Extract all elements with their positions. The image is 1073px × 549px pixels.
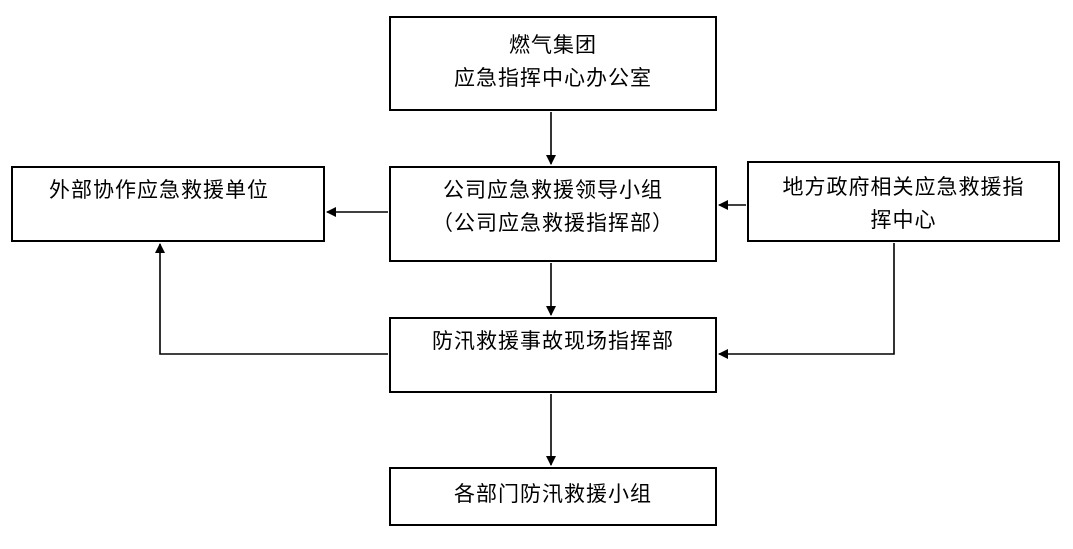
node-label-line: 公司应急救援领导小组 bbox=[443, 178, 663, 202]
node-external-rescue-units: 外部协作应急救援单位 bbox=[11, 166, 325, 242]
node-label-line: 各部门防汛救援小组 bbox=[454, 482, 652, 506]
node-emergency-command-office: 燃气集团 应急指挥中心办公室 bbox=[389, 16, 717, 111]
node-site-command: 防汛救援事故现场指挥部 bbox=[389, 317, 717, 393]
arrow-government-to-site bbox=[718, 243, 895, 359]
node-label-line: 应急指挥中心办公室 bbox=[454, 66, 652, 90]
node-label-line: 防汛救援事故现场指挥部 bbox=[432, 329, 674, 353]
node-label-line: （公司应急救援指挥部） bbox=[432, 211, 674, 235]
node-label-line: 挥中心 bbox=[870, 208, 937, 232]
node-company-leadership-group: 公司应急救援领导小组 （公司应急救援指挥部） bbox=[389, 166, 717, 262]
node-local-government-command: 地方政府相关应急救援指 挥中心 bbox=[747, 161, 1060, 242]
node-label-line: 燃气集团 bbox=[509, 33, 597, 57]
node-label-line: 地方政府相关应急救援指 bbox=[782, 175, 1025, 199]
node-label-line: 外部协作应急救援单位 bbox=[49, 178, 269, 202]
arrow-site-to-external bbox=[155, 243, 388, 355]
node-department-teams: 各部门防汛救援小组 bbox=[389, 467, 717, 526]
